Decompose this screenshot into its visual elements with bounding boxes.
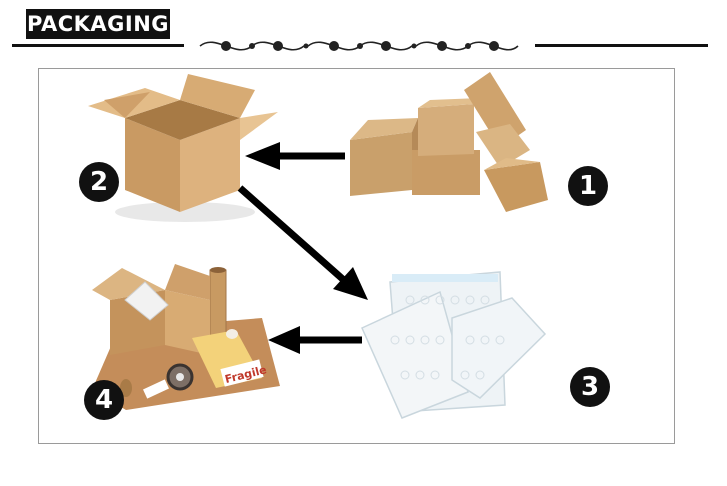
arrow-carton-to-box-icon xyxy=(245,142,345,170)
step-2-badge: 2 xyxy=(79,162,119,202)
bubble-wrap-icon xyxy=(361,271,547,419)
step-3-badge: 3 xyxy=(570,367,610,407)
step-4-badge: 4 xyxy=(84,380,124,420)
floral-ornament-icon xyxy=(199,41,519,51)
arrow-box-to-bubble-icon xyxy=(237,185,368,300)
section-title: PACKAGING xyxy=(26,9,170,39)
small-cartons-icon xyxy=(350,72,548,212)
step-1-badge: 1 xyxy=(568,166,608,206)
divider-left xyxy=(12,44,184,47)
packing-supplies-icon: Fragile xyxy=(92,264,280,410)
divider-right xyxy=(535,44,708,47)
content-frame xyxy=(38,68,675,444)
arrow-bubble-to-supplies-icon xyxy=(268,326,362,354)
open-box-icon xyxy=(88,74,278,222)
